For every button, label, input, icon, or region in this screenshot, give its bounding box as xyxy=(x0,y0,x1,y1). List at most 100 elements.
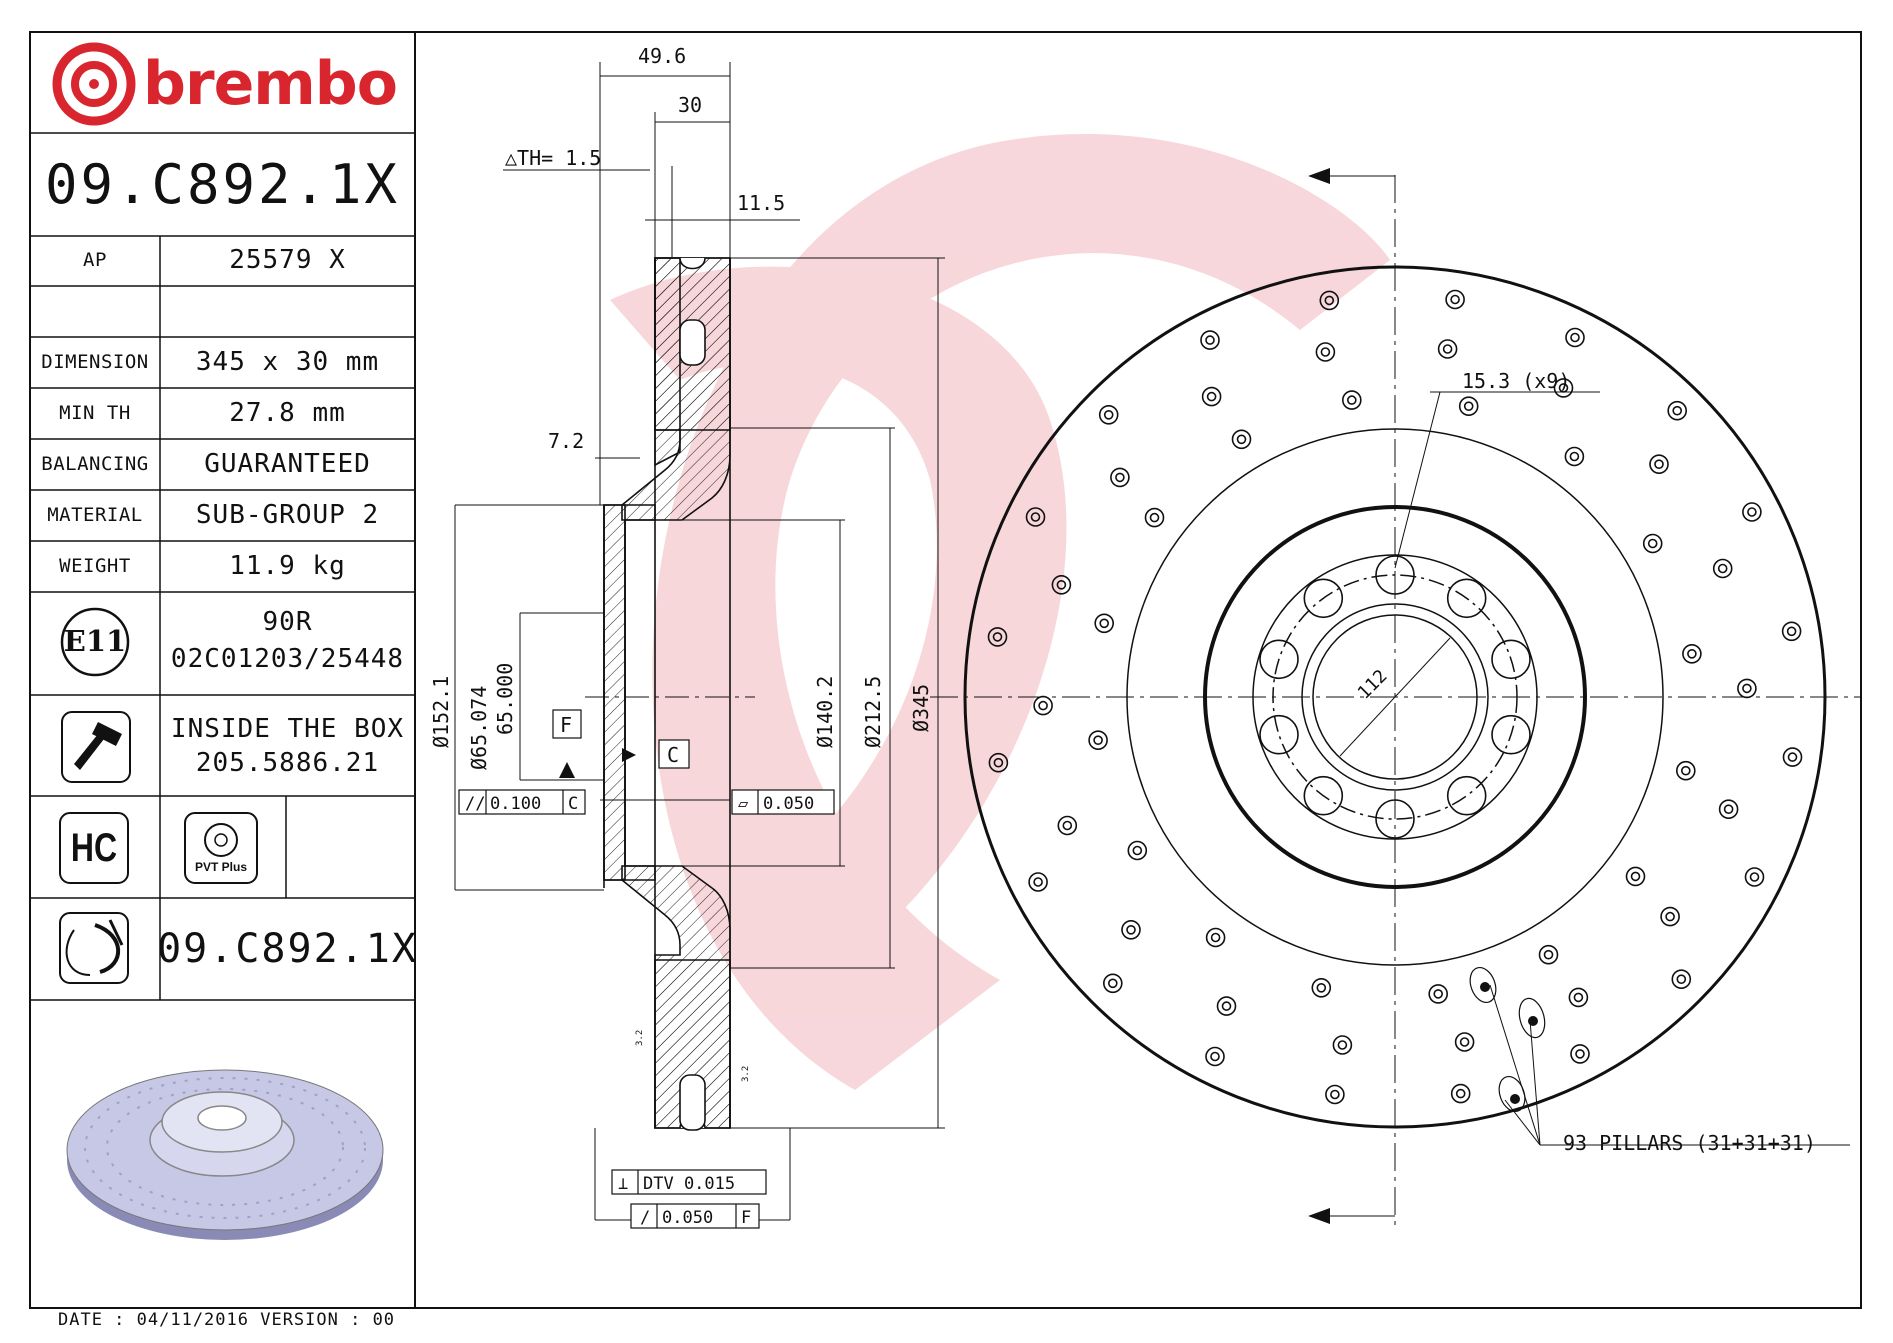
drill-hole xyxy=(1458,396,1479,417)
sheet-border xyxy=(29,31,1862,1309)
svg-text://: // xyxy=(465,794,485,814)
tol-parallel-ref: C xyxy=(568,794,578,814)
svg-text:⊥: ⊥ xyxy=(618,1174,628,1194)
drill-hole xyxy=(1538,944,1559,965)
dim-thickness: 30 xyxy=(678,93,702,117)
spec-value-min-th: 27.8 mm xyxy=(229,397,346,428)
drill-hole xyxy=(1088,730,1108,751)
dim-holes: 15.3 (x9) xyxy=(1462,369,1570,393)
drill-hole xyxy=(1103,973,1123,994)
part-number: 09.C892.1X xyxy=(44,152,401,216)
svg-text:/: / xyxy=(640,1208,650,1228)
bolt-hole xyxy=(1375,799,1415,839)
bottom-part-number: 09.C892.1X xyxy=(157,926,418,972)
disc-3d-image xyxy=(66,1069,384,1240)
tol-parallel-value: 0.100 xyxy=(490,794,541,814)
pillar-markers xyxy=(1480,982,1538,1104)
spec-value-blank xyxy=(160,286,415,337)
hc-icon xyxy=(59,812,129,884)
datum-f-label: F xyxy=(560,713,572,737)
tol-dtv: DTV 0.015 xyxy=(643,1174,735,1194)
drill-hole xyxy=(1231,429,1252,450)
roughness-1: 3.2 xyxy=(635,1030,645,1046)
bolt-hole xyxy=(1303,578,1344,619)
drill-hole xyxy=(1205,927,1226,948)
dim-width-total: 49.6 xyxy=(638,44,686,68)
spec-value-dimension: 345 x 30 mm xyxy=(195,346,380,377)
approval-line1: 90R xyxy=(262,607,313,638)
svg-text:▱: ▱ xyxy=(738,794,749,814)
dim-d212: Ø212.5 xyxy=(861,676,885,748)
pillars-note: 93 PILLARS (31+31+31) xyxy=(1563,1131,1816,1155)
spec-value-ap: 25579 X xyxy=(229,245,346,276)
drill-hole xyxy=(1782,747,1803,767)
drill-hole xyxy=(1781,621,1802,642)
dim-d345: Ø345 xyxy=(909,684,933,732)
tol-runout-value: 0.050 xyxy=(662,1208,713,1228)
section-dimension-lines xyxy=(454,62,945,1221)
drill-hole xyxy=(1454,1032,1475,1052)
e11-approval-icon xyxy=(60,607,130,677)
datum-c-triangle xyxy=(622,748,636,762)
drill-hole xyxy=(1201,386,1222,407)
drill-hole xyxy=(1565,327,1585,348)
spec-label-dimension: DIMENSION xyxy=(41,350,149,373)
brand-name: brembo xyxy=(143,48,398,119)
drill-hole xyxy=(1737,678,1757,699)
e11-mark: E11 xyxy=(63,624,127,659)
dim-flange: 11.5 xyxy=(737,191,785,215)
bolt-hole xyxy=(1259,714,1299,755)
drill-hole xyxy=(1110,467,1130,488)
spec-label-ap: AP xyxy=(83,249,107,272)
drill-hole xyxy=(1127,840,1148,861)
spec-label-min-th: MIN TH xyxy=(59,401,131,424)
dim-d140: Ø140.2 xyxy=(813,676,837,748)
drill-hole xyxy=(1712,558,1733,579)
spec-label-material: MATERIAL xyxy=(47,503,143,526)
drill-hole xyxy=(1450,1083,1471,1104)
drill-hole xyxy=(1325,1084,1345,1105)
drill-hole xyxy=(1649,454,1669,475)
drill-hole xyxy=(1051,574,1072,595)
spec-table-grid xyxy=(30,132,415,1001)
dim-d65b: 65.000 xyxy=(493,663,517,735)
hc-label: HC xyxy=(70,826,118,870)
drill-hole xyxy=(1033,695,1053,716)
pvt-label: PVT Plus xyxy=(194,860,247,875)
drill-hole xyxy=(1625,866,1646,887)
bolt-hole xyxy=(1446,775,1487,816)
spec-value-weight: 11.9 kg xyxy=(229,550,346,581)
drill-hole xyxy=(1319,290,1340,311)
spec-label-balancing: BALANCING xyxy=(41,452,149,475)
disc-front-view xyxy=(930,175,1860,1230)
drill-hole xyxy=(1742,502,1762,522)
drill-hole xyxy=(1028,872,1048,892)
spec-value-balancing: GUARANTEED xyxy=(204,448,371,479)
drill-hole xyxy=(1144,507,1165,528)
pvt-plus-icon xyxy=(184,812,258,884)
drill-hole xyxy=(988,752,1009,773)
approval-line2: 02C01203/25448 xyxy=(170,644,405,675)
brembo-logo-icon xyxy=(52,42,136,126)
bolt-hole xyxy=(1491,639,1531,680)
bolt-hole xyxy=(1446,578,1487,619)
drill-hole xyxy=(1428,984,1448,1004)
footer-date-version: DATE : 04/11/2016 VERSION : 00 xyxy=(58,1310,396,1330)
dim-d152: Ø152.1 xyxy=(429,676,453,748)
spec-value-material: SUB-GROUP 2 xyxy=(195,499,380,530)
tolerance-frames xyxy=(458,709,835,1229)
bolt-hole xyxy=(1491,714,1531,755)
drill-hole xyxy=(1098,404,1119,425)
screw-icon xyxy=(61,711,131,783)
tol-runout-ref: F xyxy=(741,1208,751,1228)
drill-hole xyxy=(1671,969,1692,990)
bolt-hole xyxy=(1303,775,1344,816)
drill-hole xyxy=(1200,330,1220,350)
spec-label-weight: WEIGHT xyxy=(59,554,131,577)
drill-hole xyxy=(1205,1046,1225,1067)
bolt-hole xyxy=(1259,639,1299,680)
drill-hole xyxy=(1718,799,1739,820)
drill-hole xyxy=(1445,289,1465,310)
